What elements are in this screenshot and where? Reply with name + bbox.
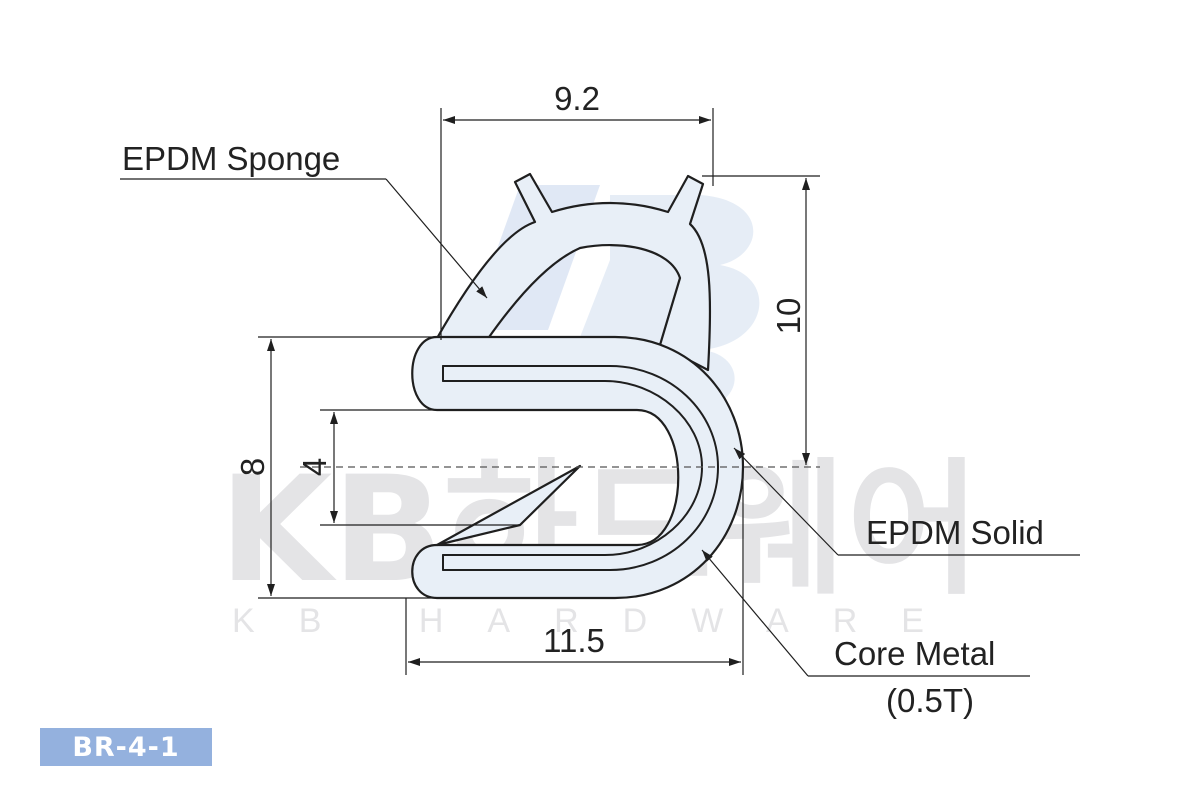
label-core-thickness: (0.5T) [886, 682, 974, 719]
sponge-bulb-outline [434, 172, 712, 372]
leader-core-metal [701, 549, 1030, 677]
label-core-metal: Core Metal [834, 635, 995, 672]
dimension-bottom-width [405, 470, 744, 675]
watermark-brand-sub: KB HARDWARE [232, 602, 968, 640]
leader-solid [733, 447, 1080, 556]
dimension-right-height [702, 175, 820, 465]
label-epdm-solid: EPDM Solid [866, 514, 1044, 551]
label-epdm-sponge: EPDM Sponge [122, 140, 340, 177]
dimension-inner-gap [320, 409, 520, 526]
leader-sponge [120, 178, 488, 299]
solid-body-outline [411, 335, 745, 600]
dimension-top-width-value: 9.2 [554, 80, 600, 117]
epdm-sponge-bulb [434, 172, 712, 372]
product-code: BR-4-1 [72, 731, 180, 763]
dimension-right-height-value: 10 [770, 298, 807, 335]
dimension-top-width [440, 108, 714, 340]
dimension-inner-gap-value: 4 [296, 458, 333, 476]
product-code-badge: BR-4-1 [40, 728, 212, 766]
dimension-bottom-width-value: 11.5 [543, 622, 605, 659]
dimension-left-height-value: 8 [234, 458, 271, 476]
